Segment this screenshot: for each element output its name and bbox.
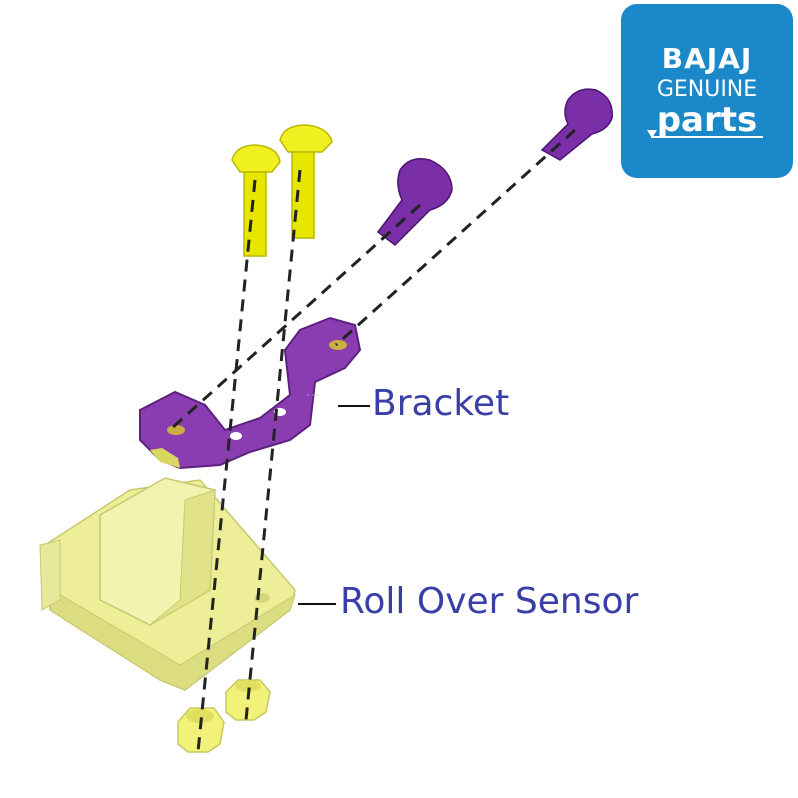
logo-underline	[651, 136, 763, 138]
bracket-part	[139, 316, 362, 470]
roll-over-sensor-label: Roll Over Sensor	[340, 581, 639, 622]
watermark: ···	[306, 388, 320, 404]
logo-line3: parts	[656, 100, 758, 140]
logo-tick-icon	[647, 130, 657, 138]
nut-right	[225, 679, 271, 721]
yellow-bolt-right	[279, 124, 333, 239]
bracket-leader-line	[338, 405, 370, 407]
logo-line2: GENUINE	[656, 77, 758, 102]
sensor-leader-line	[298, 603, 336, 605]
logo-brand: BAJAJ	[661, 42, 753, 75]
bracket-label: Bracket	[372, 383, 510, 424]
bajaj-genuine-parts-logo: BAJAJ GENUINE parts	[621, 4, 793, 178]
assembly-lines	[170, 128, 577, 753]
nut-left	[177, 707, 225, 753]
purple-screw-middle	[376, 158, 453, 246]
purple-screw-right	[540, 88, 613, 161]
yellow-bolt-left	[231, 144, 281, 257]
roll-over-sensor	[39, 477, 296, 691]
